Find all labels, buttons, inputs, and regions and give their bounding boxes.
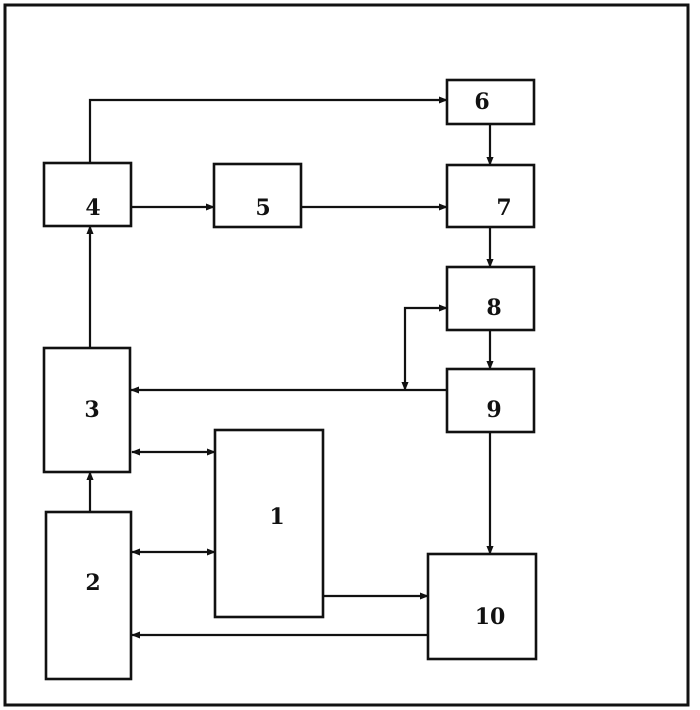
block-9-label: 9 <box>486 397 501 423</box>
block-4-label: 4 <box>85 195 100 221</box>
block-7: 7 <box>445 163 536 229</box>
block-2: 2 <box>44 510 133 681</box>
block-5-label: 5 <box>255 195 270 221</box>
block-9: 9 <box>445 367 536 434</box>
block-8-label: 8 <box>486 295 501 321</box>
block-4: 4 <box>42 161 133 228</box>
block-3-label: 3 <box>84 397 99 423</box>
block-7-label: 7 <box>496 195 511 221</box>
block-10-label: 10 <box>475 604 506 630</box>
block-1-label: 1 <box>269 504 284 530</box>
wire-4-to-6 <box>88 96 448 162</box>
block-3: 3 <box>42 346 132 474</box>
block-6: 6 <box>445 78 536 126</box>
block-5: 5 <box>212 162 303 229</box>
block-1: 1 <box>213 428 325 619</box>
block-8: 8 <box>445 265 536 332</box>
block-10: 10 <box>426 552 538 661</box>
wire-8-9-loop <box>401 304 448 391</box>
outer-frame <box>3 3 690 707</box>
block-6-label: 6 <box>474 89 489 115</box>
connectors <box>86 96 494 639</box>
block-2-label: 2 <box>85 570 100 596</box>
